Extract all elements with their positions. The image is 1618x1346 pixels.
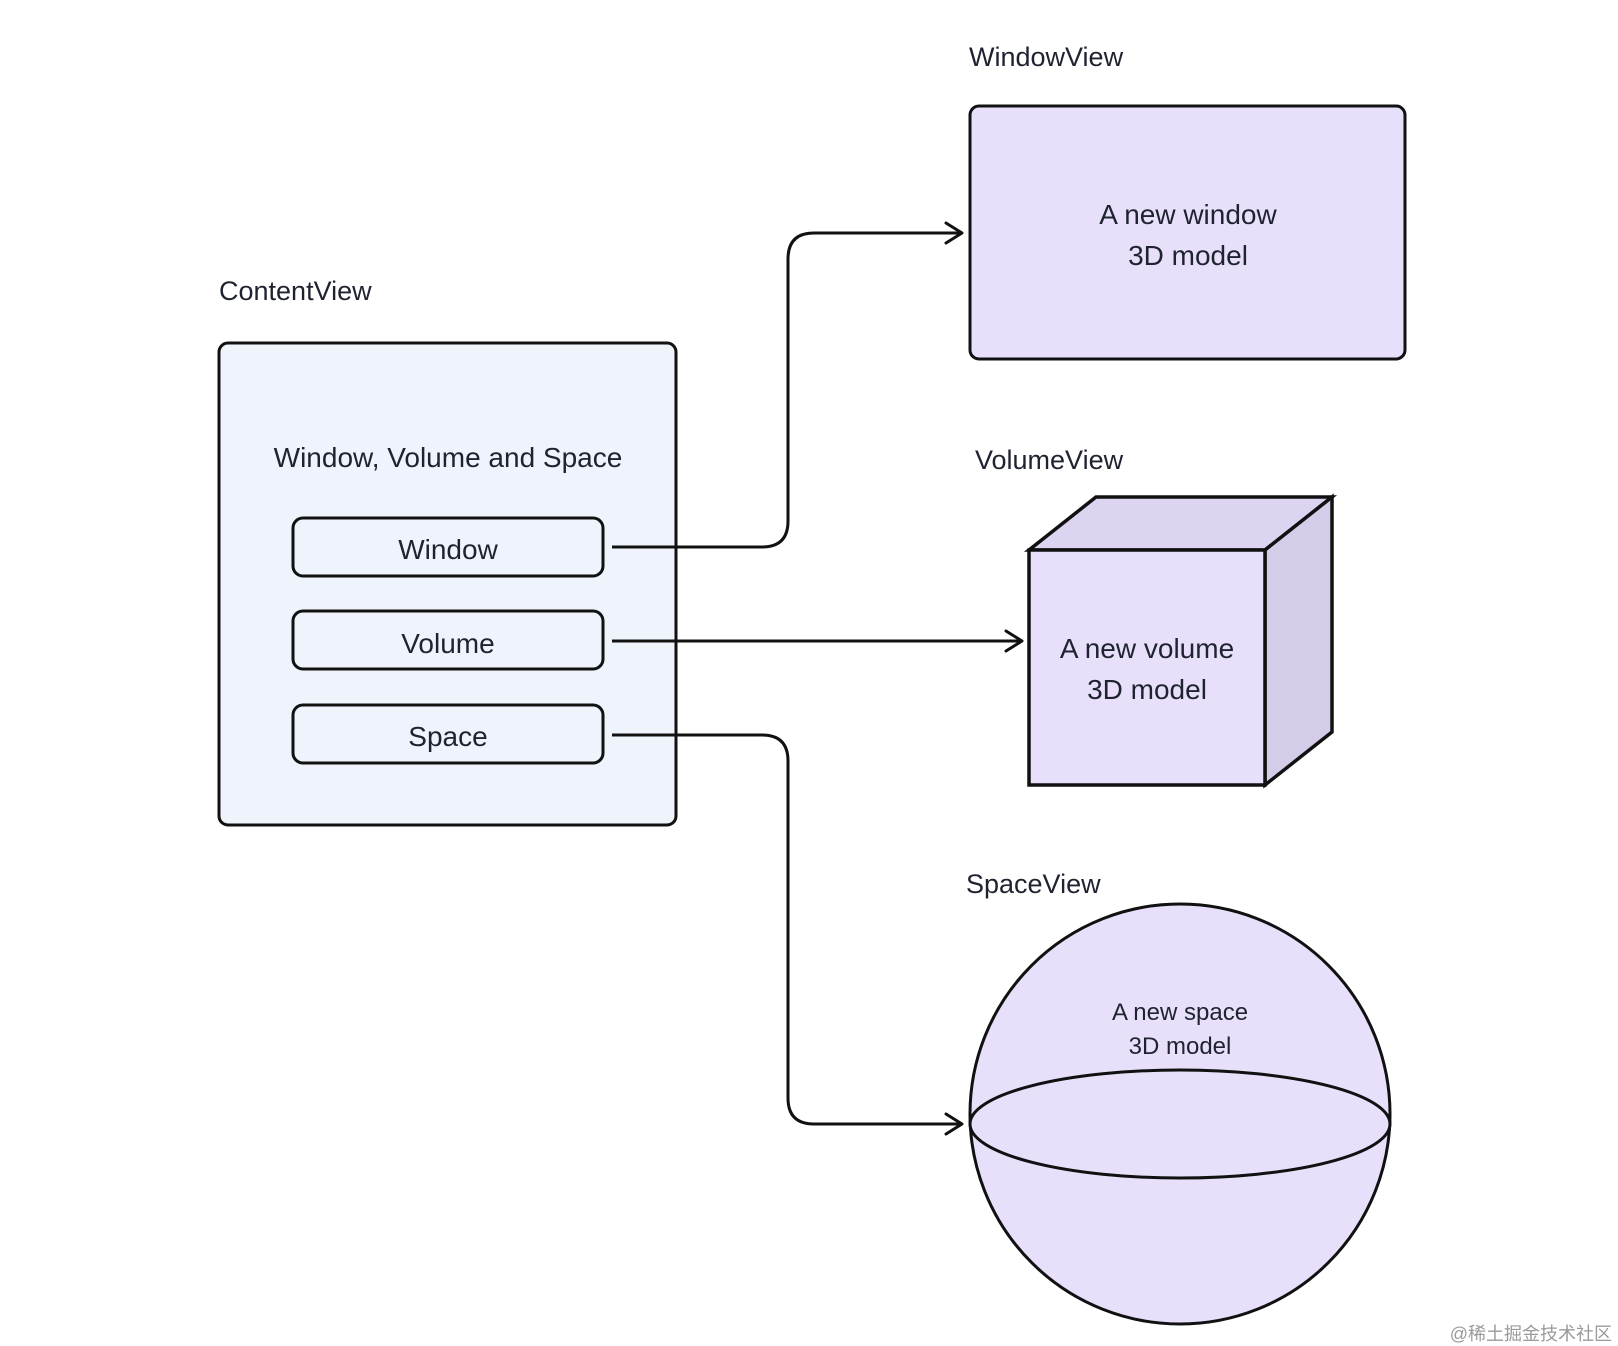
volume-view-line1: A new volume <box>1060 633 1234 664</box>
space-connector-arrow <box>612 733 964 1136</box>
volume-view-label: VolumeView <box>975 445 1124 475</box>
watermark: @稀土掘金技术社区 <box>1450 1324 1612 1344</box>
window-connector-arrow <box>612 221 964 549</box>
window-view-line1: A new window <box>1099 199 1277 230</box>
space-sphere <box>968 902 1392 1326</box>
content-view-heading: Window, Volume and Space <box>274 442 623 473</box>
space-button-label: Space <box>408 721 487 752</box>
window-button[interactable]: Window <box>291 516 605 578</box>
space-view-line2: 3D model <box>1129 1033 1232 1060</box>
volume-view-line2: 3D model <box>1087 674 1207 705</box>
window-view-line2: 3D model <box>1128 240 1248 271</box>
volume-cube <box>1023 493 1338 789</box>
sphere-equator <box>968 1068 1392 1180</box>
volume-button-label: Volume <box>401 628 494 659</box>
cube-side-face <box>1263 493 1334 789</box>
space-button[interactable]: Space <box>291 703 605 765</box>
space-view-line1: A new space <box>1112 999 1248 1026</box>
window-view-box <box>968 104 1407 361</box>
window-view-label: WindowView <box>969 42 1124 72</box>
content-view-label: ContentView <box>219 276 372 306</box>
volume-button[interactable]: Volume <box>291 609 605 671</box>
cube-front-face <box>1027 548 1267 787</box>
window-button-label: Window <box>398 534 498 565</box>
space-view-label: SpaceView <box>966 869 1101 899</box>
